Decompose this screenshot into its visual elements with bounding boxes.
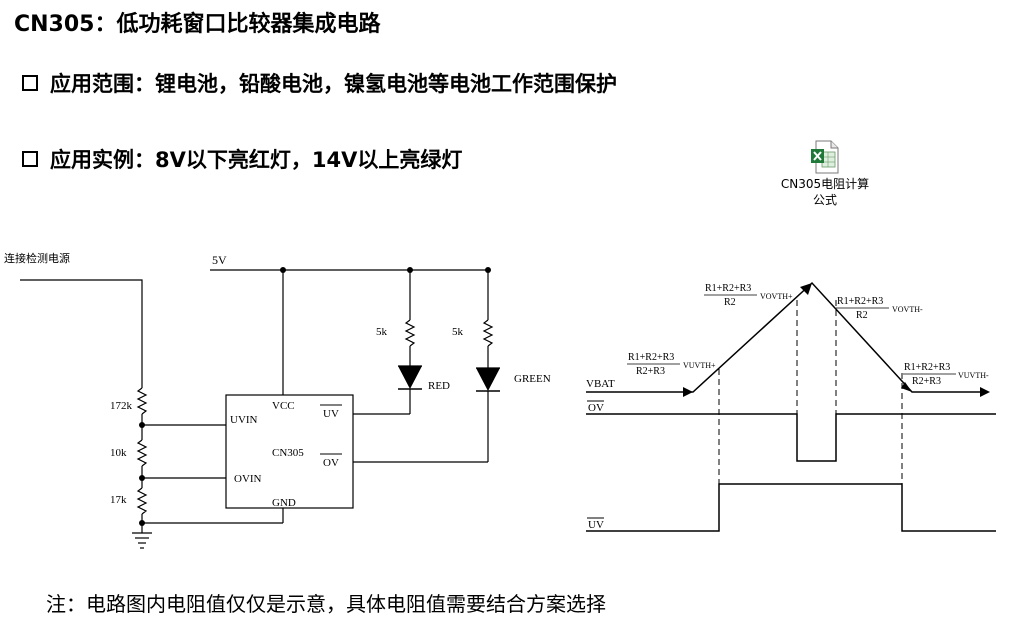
chip-pin-ovin: OVIN: [234, 473, 262, 485]
ov-signal-label: OV: [588, 402, 604, 414]
resistor-r2-label: 10k: [110, 447, 127, 459]
red-led-diode-icon: [398, 366, 422, 389]
bullet-application-text: 应用范围：锂电池，铅酸电池，镍氢电池等电池工作范围保护: [50, 72, 617, 96]
formula-threshold: VUVTH+: [683, 361, 716, 370]
led-green-label: GREEN: [514, 373, 551, 385]
attachment-label-line1: CN305电阻计算: [780, 177, 870, 191]
bullet-example: 应用实例：8V以下亮红灯，14V以上亮绿灯: [22, 144, 462, 174]
chip-pin-uv: UV: [323, 408, 339, 420]
formula-threshold: VUVTH-: [958, 371, 989, 380]
formula-uvth-minus: R1+R2+R3 R2+R3 VUVTH-: [903, 362, 989, 387]
formula-denominator: R2+R3: [912, 376, 941, 387]
arrow-down-icon: [901, 382, 912, 392]
input-source-label: 连接检测电源: [4, 251, 70, 265]
resistor-led-green-label: 5k: [452, 326, 464, 338]
chip-pin-vcc: VCC: [272, 400, 295, 412]
formula-denominator: R2+R3: [636, 366, 665, 377]
excel-file-icon: [811, 140, 839, 174]
led-red-label: RED: [428, 380, 450, 392]
uv-signal-label: UV: [588, 519, 604, 531]
checkbox-square-icon: [22, 151, 38, 167]
resistor-led-red-label: 5k: [376, 326, 388, 338]
bullet-example-text: 应用实例：8V以下亮红灯，14V以上亮绿灯: [50, 148, 463, 172]
page-title: CN305：低功耗窗口比较器集成电路: [14, 12, 381, 37]
vbat-label: VBAT: [586, 378, 615, 390]
formula-numerator: R1+R2+R3: [837, 296, 883, 307]
chip-pin-gnd: GND: [272, 497, 296, 509]
formula-threshold: VOVTH+: [760, 292, 793, 301]
formula-numerator: R1+R2+R3: [705, 283, 751, 294]
chip-pin-ov: OV: [323, 457, 339, 469]
formula-numerator: R1+R2+R3: [904, 362, 950, 373]
arrow-right-icon: [683, 387, 693, 397]
formula-ovth-minus: R1+R2+R3 R2 VOVTH-: [836, 296, 923, 321]
formula-ovth-plus: R1+R2+R3 R2 VOVTH+: [704, 283, 793, 308]
checkbox-square-icon: [22, 75, 38, 91]
formula-uvth-plus: R1+R2+R3 R2+R3 VUVTH+: [627, 352, 716, 377]
formula-threshold: VOVTH-: [892, 305, 923, 314]
formula-numerator: R1+R2+R3: [628, 352, 674, 363]
attachment-label-line2: 公式: [812, 193, 837, 207]
arrow-right-icon: [980, 387, 990, 397]
chip-pin-uvin: UVIN: [230, 414, 258, 426]
green-led-diode-icon: [476, 368, 500, 391]
formula-denominator: R2: [724, 297, 736, 308]
resistor-r1-label: 172k: [110, 400, 133, 412]
arrow-up-icon: [800, 283, 812, 295]
chip-name: CN305: [272, 447, 304, 459]
supply-5v-label: 5V: [212, 253, 227, 267]
formula-denominator: R2: [856, 310, 868, 321]
footnote: 注：电路图内电阻值仅仅是示意，具体电阻值需要结合方案选择: [46, 592, 606, 616]
bullet-application: 应用范围：锂电池，铅酸电池，镍氢电池等电池工作范围保护: [22, 68, 617, 98]
resistor-r3-label: 17k: [110, 494, 127, 506]
attachment-excel-file[interactable]: CN305电阻计算 公式: [770, 140, 880, 208]
